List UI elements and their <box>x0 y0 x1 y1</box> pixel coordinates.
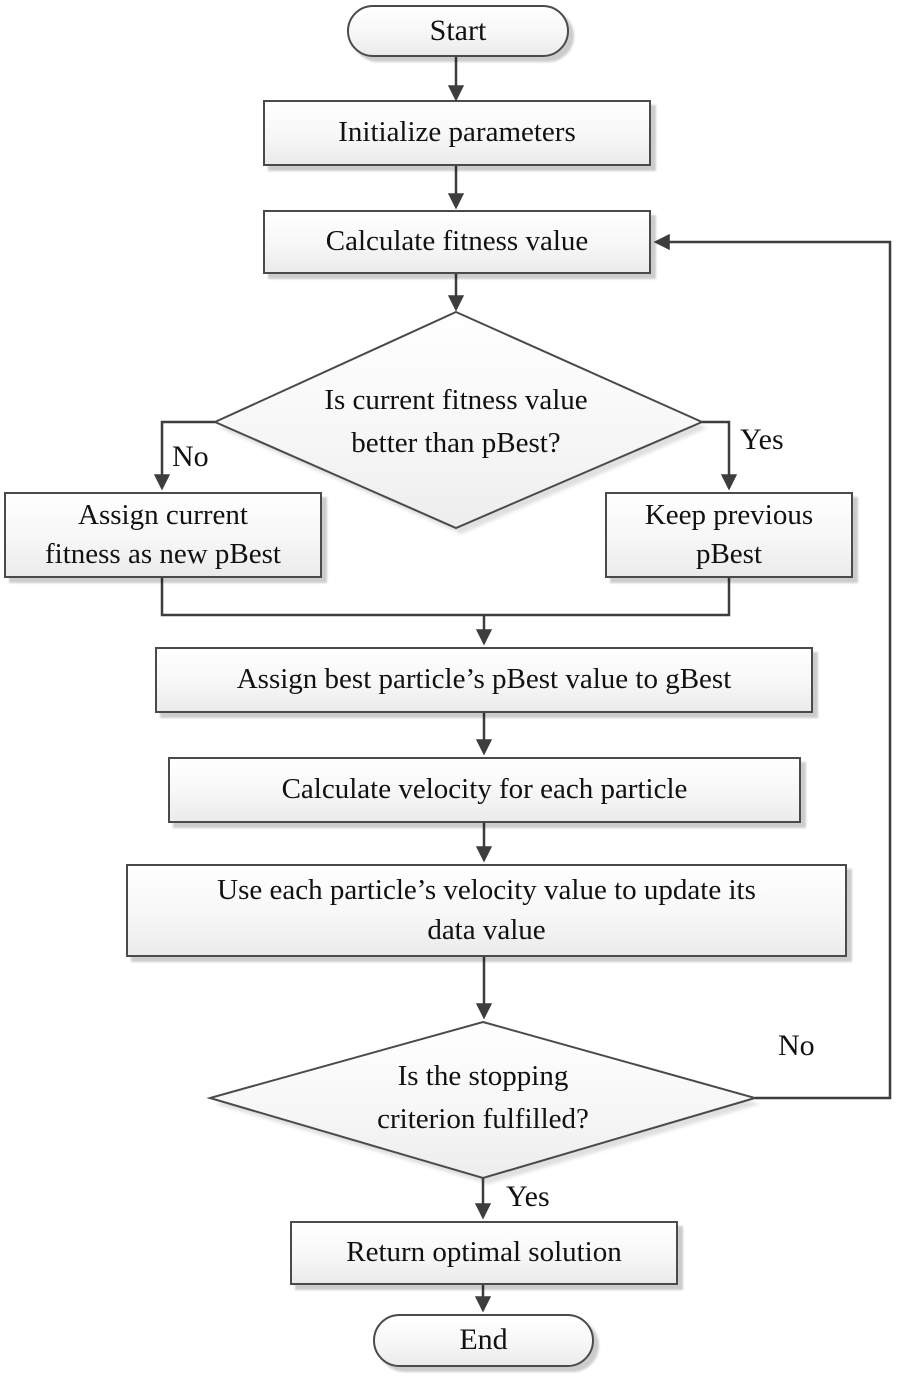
start-label: Start <box>429 13 487 47</box>
fitness-no-label: No <box>172 440 209 473</box>
fitness-yes-label: Yes <box>740 423 784 456</box>
assign-new-pbest-node: Assign current fitness as new pBest <box>4 492 322 578</box>
edge-decision-yes-to-keep-pbest <box>702 420 738 491</box>
calculate-fitness-node: Calculate fitness value <box>263 210 651 274</box>
initialize-parameters-label: Initialize parameters <box>338 116 576 149</box>
edge-stopping-no-loopback <box>653 233 892 1100</box>
return-solution-label: Return optimal solution <box>346 1236 622 1269</box>
assign-gbest-node: Assign best particle’s pBest value to gB… <box>155 647 813 713</box>
assign-gbest-label: Assign best particle’s pBest value to gB… <box>236 663 732 696</box>
update-data-label: Use each particle’s velocity value to up… <box>217 874 756 946</box>
stopping-yes-label: Yes <box>506 1180 550 1213</box>
keep-previous-pbest-label: Keep previous pBest <box>644 498 814 570</box>
calculate-fitness-label: Calculate fitness value <box>325 225 589 258</box>
fitness-decision-diamond <box>212 310 705 530</box>
end-label: End <box>459 1323 508 1357</box>
calculate-velocity-label: Calculate velocity for each particle <box>281 773 688 806</box>
return-solution-node: Return optimal solution <box>290 1221 678 1285</box>
update-data-node: Use each particle’s velocity value to up… <box>126 864 847 957</box>
keep-previous-pbest-node: Keep previous pBest <box>605 492 853 578</box>
edge-decision-no-to-assign-pbest <box>153 420 215 491</box>
end-node: End <box>373 1314 594 1367</box>
start-node: Start <box>347 5 569 57</box>
stopping-no-label: No <box>778 1029 815 1062</box>
initialize-parameters-node: Initialize parameters <box>263 100 651 166</box>
calculate-velocity-node: Calculate velocity for each particle <box>168 757 801 823</box>
assign-new-pbest-label: Assign current fitness as new pBest <box>45 498 281 570</box>
edge-merge-line <box>160 578 731 617</box>
stopping-decision-diamond <box>206 1020 759 1180</box>
